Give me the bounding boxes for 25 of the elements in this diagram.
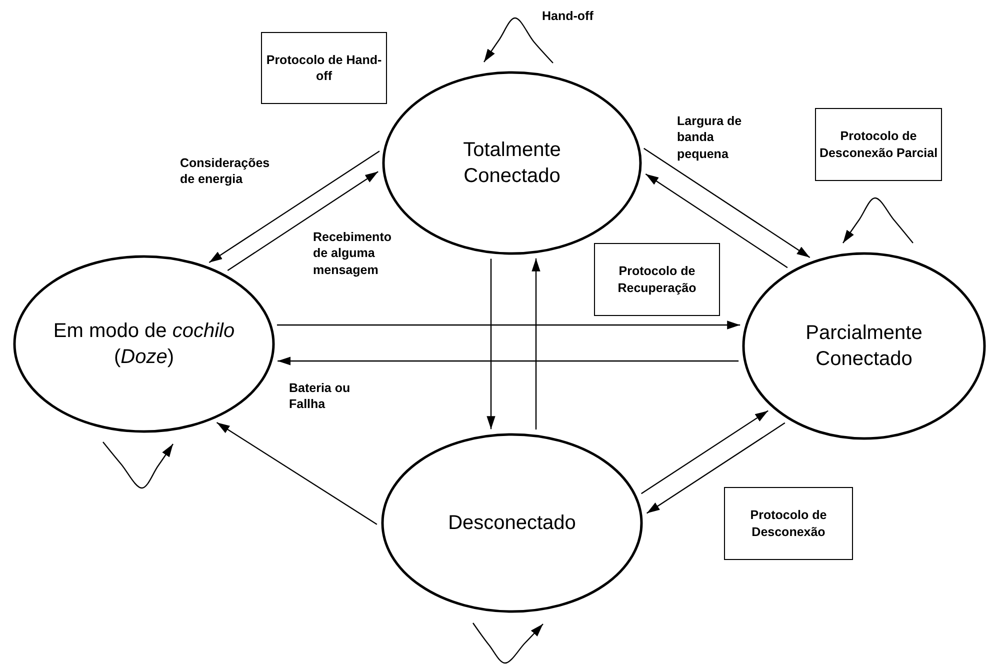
arrow [208, 150, 380, 263]
loop-arrow [484, 17, 554, 64]
arrow [486, 258, 496, 430]
arrow [278, 356, 739, 366]
arrow [644, 148, 810, 258]
edge-label: Considerações de energia [180, 155, 272, 188]
state-label: Parcialmente Conectado [804, 321, 924, 372]
protocol-box: Protocolo de Desconexão [724, 487, 853, 560]
arrow [227, 171, 378, 271]
edge-label: Recebimento de alguma mensagem [313, 229, 393, 278]
loop-arrow [472, 622, 544, 664]
arrow [646, 422, 786, 514]
state-label: Desconectado [448, 511, 576, 536]
arrow [216, 422, 378, 525]
arrow [276, 320, 740, 330]
protocol-box: Protocolo de Recuperação [594, 243, 720, 316]
loop-arrow [102, 442, 174, 489]
protocol-box: Protocolo de Hand-off [261, 32, 387, 104]
arrow [532, 258, 540, 430]
arrow [641, 410, 768, 494]
state-label: Totalmente Conectado [462, 138, 562, 189]
arrow [645, 173, 788, 268]
state-label: Em modo de cochilo (Doze) [52, 319, 236, 370]
protocol-box: Protocolo de Desconexão Parcial [815, 108, 942, 181]
loop-arrow [842, 197, 914, 244]
